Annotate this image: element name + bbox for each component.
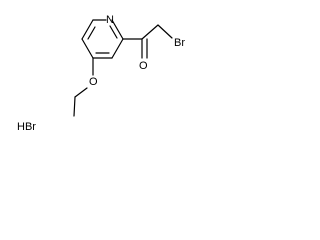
bond-c2-c3-outer: [111, 38, 124, 59]
bond-c5-c6: [81, 19, 94, 40]
bond-n-c2: [111, 19, 124, 40]
salt-label: HBr: [17, 121, 36, 133]
ether-oxygen-atom-label: O: [89, 76, 98, 88]
carbonyl-oxygen-atom-label: O: [139, 60, 148, 72]
nitrogen-atom-label: N: [106, 14, 114, 26]
bond-o-ch2: [74, 87, 88, 98]
bond-c4-c5: [81, 38, 94, 59]
bond-c5-c6-inner: [87, 26, 96, 40]
bromine-atom-label: Br: [174, 37, 185, 49]
bond-ch2-ch3: [73, 96, 76, 117]
bond-ch2-br: [157, 24, 173, 39]
bond-co-ch2: [141, 24, 159, 40]
bond-n-c2-inner: [109, 25, 118, 39]
structure-diagram: N O O Br HBr: [17, 14, 185, 133]
